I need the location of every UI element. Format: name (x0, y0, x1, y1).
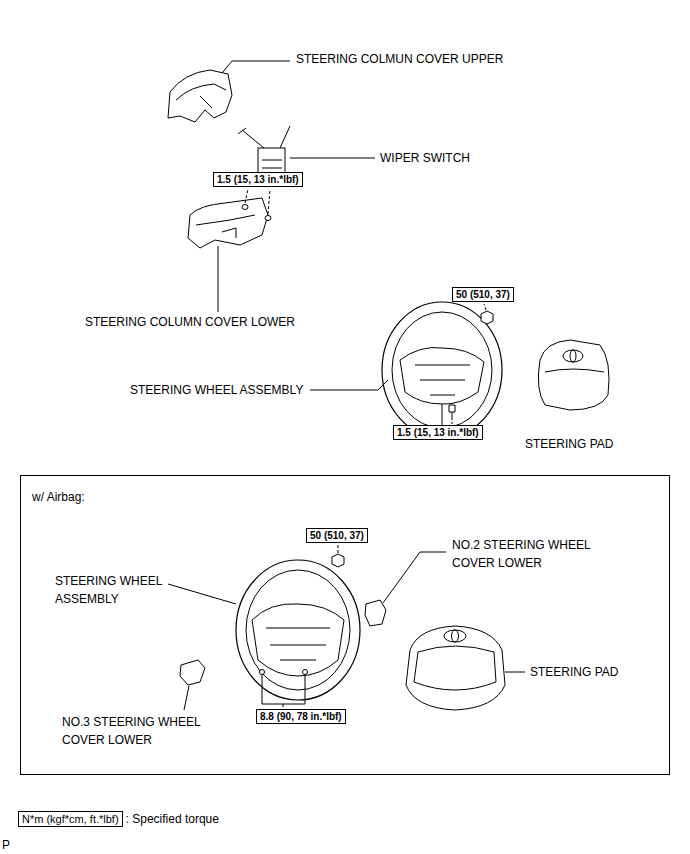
leader-line (505, 672, 525, 673)
screw (242, 205, 248, 210)
cover-part (180, 660, 205, 685)
nut (481, 311, 493, 324)
leader-line (222, 61, 290, 73)
dashed-line (484, 304, 486, 310)
torque-value: 1.5 (15, 13 in.*lbf) (397, 426, 479, 439)
part-name: P (2, 836, 10, 854)
emblem (452, 630, 459, 642)
dashed-line (268, 189, 270, 214)
leader-line (184, 686, 189, 710)
steering-hub (252, 604, 344, 676)
screw (265, 216, 271, 221)
hub-detail (266, 628, 330, 660)
torque-value: N*m (kgf*cm, ft.*lbf) (22, 812, 119, 826)
part-name: WIPER SWITCH (380, 149, 470, 167)
leader-line (168, 584, 236, 604)
screw (449, 405, 455, 418)
variant-frame: w/ Airbag: 50 (510, 37) 8.8 (90, 78 in.*lb… (20, 475, 670, 775)
wiper-switch-detail (238, 126, 290, 168)
leader-line (218, 246, 219, 312)
steering-wheel-rim (392, 312, 492, 428)
lower-cover (188, 198, 268, 248)
frame-heading: w/ Airbag: (32, 490, 85, 504)
part-name: : Specified torque (126, 810, 219, 828)
lower-cover-detail (196, 215, 255, 238)
part-name: STEERING WHEEL ASSEMBLY (130, 381, 303, 399)
part-name: STEERING WHEEL ASSEMBLY (55, 572, 180, 608)
pad-detail (545, 369, 604, 372)
part-name: STEERING PAD (530, 663, 618, 681)
part-name: NO.2 STEERING WHEEL COVER LOWER (452, 536, 627, 572)
legend-box: N*m (kgf*cm, ft.*lbf) (18, 811, 123, 827)
cover-part (365, 600, 386, 626)
bracket-line (262, 675, 305, 704)
screw (303, 670, 308, 675)
bracket-line (283, 704, 284, 707)
part-name: STEERING COLUMN COVER LOWER (85, 313, 295, 331)
steering-pad (538, 340, 609, 410)
torque-box: 1.5 (15, 13 in.*lbf) (393, 425, 483, 440)
steering-wheel (382, 302, 502, 438)
hub-detail (415, 365, 470, 428)
screw (260, 670, 265, 675)
emblem (570, 350, 576, 362)
part-name: STEERING PAD (525, 435, 613, 453)
upper-cover-detail (176, 84, 226, 108)
part-name: STEERING COLMUN COVER UPPER (296, 50, 503, 68)
torque-box: 50 (510, 37) (306, 528, 368, 543)
dashed-line (245, 189, 248, 203)
torque-box: 1.5 (15, 13 in.*lbf) (213, 172, 303, 187)
torque-value: 8.8 (90, 78 in.*lbf) (260, 710, 342, 723)
part-name: NO.3 STEERING WHEEL COVER LOWER (62, 713, 237, 749)
emblem (444, 630, 466, 642)
leader-line (310, 380, 388, 390)
steering-wheel-rim (246, 570, 350, 690)
steering-pad (406, 626, 505, 710)
pad-detail (414, 646, 496, 690)
torque-box: 50 (510, 37) (452, 287, 514, 302)
leader-line (383, 552, 446, 603)
emblem (563, 350, 583, 362)
dashed-line (452, 418, 453, 424)
steering-wheel (236, 560, 360, 700)
dashed-line (338, 544, 339, 553)
torque-value: 50 (510, 37) (456, 288, 510, 301)
leader-line (290, 158, 375, 159)
torque-value: 50 (510, 37) (310, 529, 364, 542)
torque-box: 8.8 (90, 78 in.*lbf) (256, 709, 346, 724)
nut (332, 554, 344, 567)
torque-value: 1.5 (15, 13 in.*lbf) (217, 173, 299, 186)
wiper-switch (258, 148, 285, 174)
steering-hub (400, 348, 484, 405)
upper-cover (168, 70, 232, 122)
